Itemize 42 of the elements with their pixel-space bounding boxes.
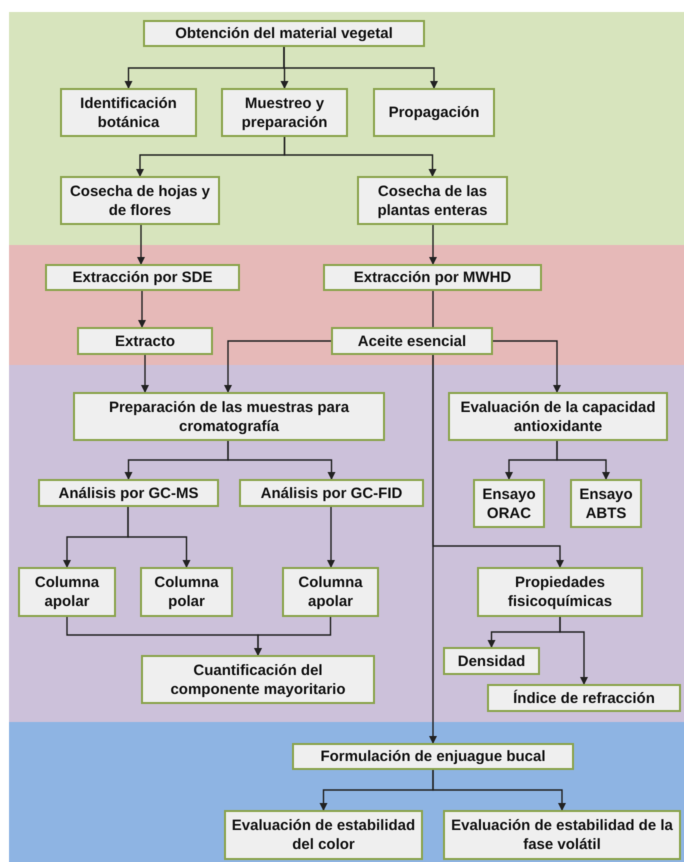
process-box: Ensayo ORAC — [473, 479, 545, 528]
arrow — [493, 340, 561, 393]
process-box: Densidad — [443, 647, 540, 675]
process-box: Cosecha de hojas y de flores — [60, 176, 220, 225]
process-box: Extracción por SDE — [45, 264, 240, 291]
process-box: Cosecha de las plantas enteras — [357, 176, 508, 225]
process-box: Evaluación de estabilidad del color — [224, 810, 423, 860]
arrow — [556, 441, 610, 480]
arrow — [227, 441, 336, 480]
arrow — [327, 507, 335, 568]
arrow — [429, 355, 437, 744]
arrow — [138, 291, 146, 328]
process-box: Columna apolar — [282, 567, 379, 617]
arrow — [141, 355, 149, 393]
arrow — [559, 617, 588, 685]
process-box: Preparación de las muestras para cromatografía — [73, 392, 385, 441]
process-box: Análisis por GC-MS — [38, 479, 219, 507]
arrow — [224, 340, 331, 393]
process-box: Evaluación de la capacidad antioxidante — [448, 392, 668, 441]
process-box: Columna apolar — [18, 567, 116, 617]
process-box: Obtención del material vegetal — [143, 20, 425, 47]
process-box: Ensayo ABTS — [570, 479, 642, 528]
process-box: Extracción por MWHD — [323, 264, 542, 291]
arrow — [284, 137, 436, 177]
process-box: Columna polar — [140, 567, 233, 617]
process-box: Propagación — [373, 88, 495, 137]
arrow — [432, 770, 566, 811]
process-box: Índice de refracción — [487, 684, 681, 712]
process-box: Aceite esencial — [331, 327, 493, 355]
process-box: Evaluación de estabilidad de la fase volátil — [443, 810, 681, 860]
process-box: Identificación botánica — [60, 88, 197, 137]
process-box: Propiedades fisicoquímicas — [477, 567, 643, 617]
arrow — [137, 225, 145, 265]
process-box: Muestreo y preparación — [221, 88, 348, 137]
process-box: Cuantificación del componente mayoritario — [141, 655, 375, 704]
process-box: Extracto — [77, 327, 213, 355]
arrow — [127, 507, 190, 568]
process-box: Formulación de enjuague bucal — [292, 743, 574, 770]
arrow — [283, 47, 438, 89]
process-box: Análisis por GC-FID — [239, 479, 424, 507]
arrow — [254, 617, 332, 656]
arrow — [429, 225, 437, 265]
